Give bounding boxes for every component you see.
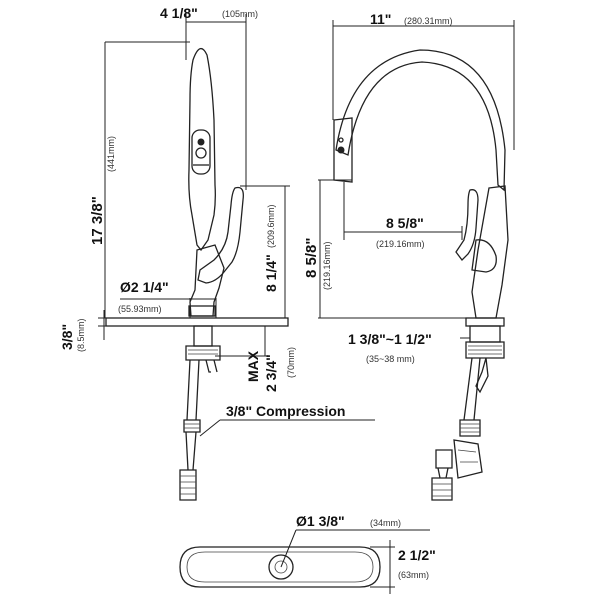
side-view-labels: 11" (280.31mm) 8 5/8" (219.16mm) 8 5/8" … <box>303 11 453 364</box>
reach-height-mm-label: (219.16mm) <box>322 241 332 290</box>
max-depth-label: 2 3/4" <box>263 354 279 392</box>
hole-diameter-label: Ø1 3/8" <box>296 513 345 529</box>
compression-label: 3/8" Compression <box>226 403 345 419</box>
hole-range-label: 1 3/8"~1 1/2" <box>348 331 432 347</box>
reach-mm-label: (280.31mm) <box>404 16 453 26</box>
plate-thickness-mm-label: (8.5mm) <box>76 318 86 352</box>
deck-plate <box>179 546 381 588</box>
max-label: MAX <box>245 350 261 382</box>
side-view-faucet <box>333 49 509 501</box>
width-top-mm-label: (105mm) <box>222 9 258 19</box>
spout-reach-mm-label: (219.16mm) <box>376 239 425 249</box>
deck-plate-labels: Ø1 3/8" (34mm) 2 1/2" (63mm) <box>296 513 436 580</box>
reach-height-label: 8 5/8" <box>303 238 320 278</box>
spout-reach-label: 8 5/8" <box>386 215 424 231</box>
deck-plate-dimensions <box>280 529 430 594</box>
reach-label: 11" <box>370 11 391 27</box>
plate-thickness-label: 3/8" <box>59 324 75 350</box>
front-view-faucet <box>105 48 289 501</box>
max-depth-mm-label: (70mm) <box>286 347 296 378</box>
base-diameter-label: Ø2 1/4" <box>120 279 169 295</box>
spout-height-mm-label: (209.6mm) <box>266 204 276 248</box>
side-view-dimensions <box>318 20 515 342</box>
front-view-labels: 4 1/8" (105mm) 17 3/8" (441mm) 8 1/4" (2… <box>59 5 345 419</box>
plate-width-label: 2 1/2" <box>398 547 436 563</box>
plate-width-mm-label: (63mm) <box>398 570 429 580</box>
hole-diameter-mm-label: (34mm) <box>370 518 401 528</box>
total-height-mm-label: (441mm) <box>106 136 116 172</box>
hole-range-mm-label: (35~38 mm) <box>366 354 415 364</box>
spout-height-label: 8 1/4" <box>263 254 279 292</box>
total-height-label: 17 3/8" <box>89 196 106 245</box>
width-top-label: 4 1/8" <box>160 5 198 21</box>
front-view-dimensions <box>98 14 375 437</box>
base-diameter-mm-label: (55.93mm) <box>118 304 162 314</box>
